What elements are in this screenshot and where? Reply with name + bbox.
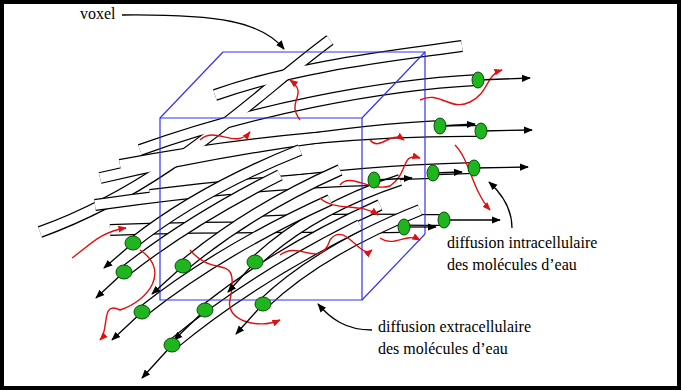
- illustration-part: [481, 130, 532, 131]
- illustration-part: [247, 255, 263, 269]
- illustration-part: [190, 250, 280, 324]
- illustration-part: [427, 165, 439, 181]
- ground: [4, 4, 677, 386]
- illustration-part: [116, 265, 132, 279]
- illustration-part: [475, 123, 487, 139]
- illustration-part: [223, 52, 425, 234]
- water-molecules: [116, 72, 487, 352]
- illustration-part: [290, 80, 300, 120]
- illustration-part: [370, 137, 404, 143]
- illustration-part: [320, 198, 378, 215]
- diffusion-paths: [72, 70, 502, 340]
- voxel-cube: [160, 52, 425, 300]
- illustration-part: [438, 212, 450, 228]
- illustration-part: [468, 160, 480, 176]
- illustration-part: [200, 132, 250, 140]
- illustration-part: [255, 297, 271, 311]
- illustration-part: [160, 52, 425, 300]
- illustration-part: [318, 304, 372, 330]
- illustration-part: [172, 225, 360, 345]
- annotation-label: diffusion intracellulaire des molécules …: [447, 232, 617, 275]
- illustration-part: [280, 234, 372, 255]
- illustration-part: [474, 167, 528, 168]
- illustration-part: [340, 157, 420, 187]
- illustration-part: [197, 303, 213, 317]
- illustration-part: [489, 182, 512, 228]
- illustration-part: [172, 225, 360, 345]
- illustration-part: [40, 40, 481, 232]
- illustration-part: [124, 175, 280, 272]
- illustration-part: [420, 70, 502, 105]
- illustration-part: [40, 40, 481, 232]
- illustration-part: [380, 238, 420, 242]
- illustration-part: [134, 305, 150, 319]
- illustration-part: [444, 219, 500, 220]
- illustration-part: [124, 175, 280, 272]
- illustration-part: [455, 145, 490, 210]
- illustration-part: [472, 72, 484, 88]
- illustration-part: [164, 338, 180, 352]
- illustration-part: [160, 118, 362, 300]
- illustration-part: [434, 118, 446, 134]
- illustration-part: [398, 219, 410, 235]
- illustration-part: [368, 172, 380, 188]
- illustration-part: [175, 259, 191, 273]
- illustration-part: [125, 236, 141, 250]
- leader-lines: [122, 15, 512, 330]
- annotation-label: diffusion extracellulaire des molécules …: [378, 316, 548, 359]
- illustration-part: [122, 15, 284, 49]
- fiber-bundle: [40, 40, 481, 345]
- annotation-label: voxel: [80, 3, 140, 25]
- illustration-part: [478, 78, 530, 80]
- illustration-part: [72, 228, 126, 258]
- illustration-part: [120, 131, 481, 165]
